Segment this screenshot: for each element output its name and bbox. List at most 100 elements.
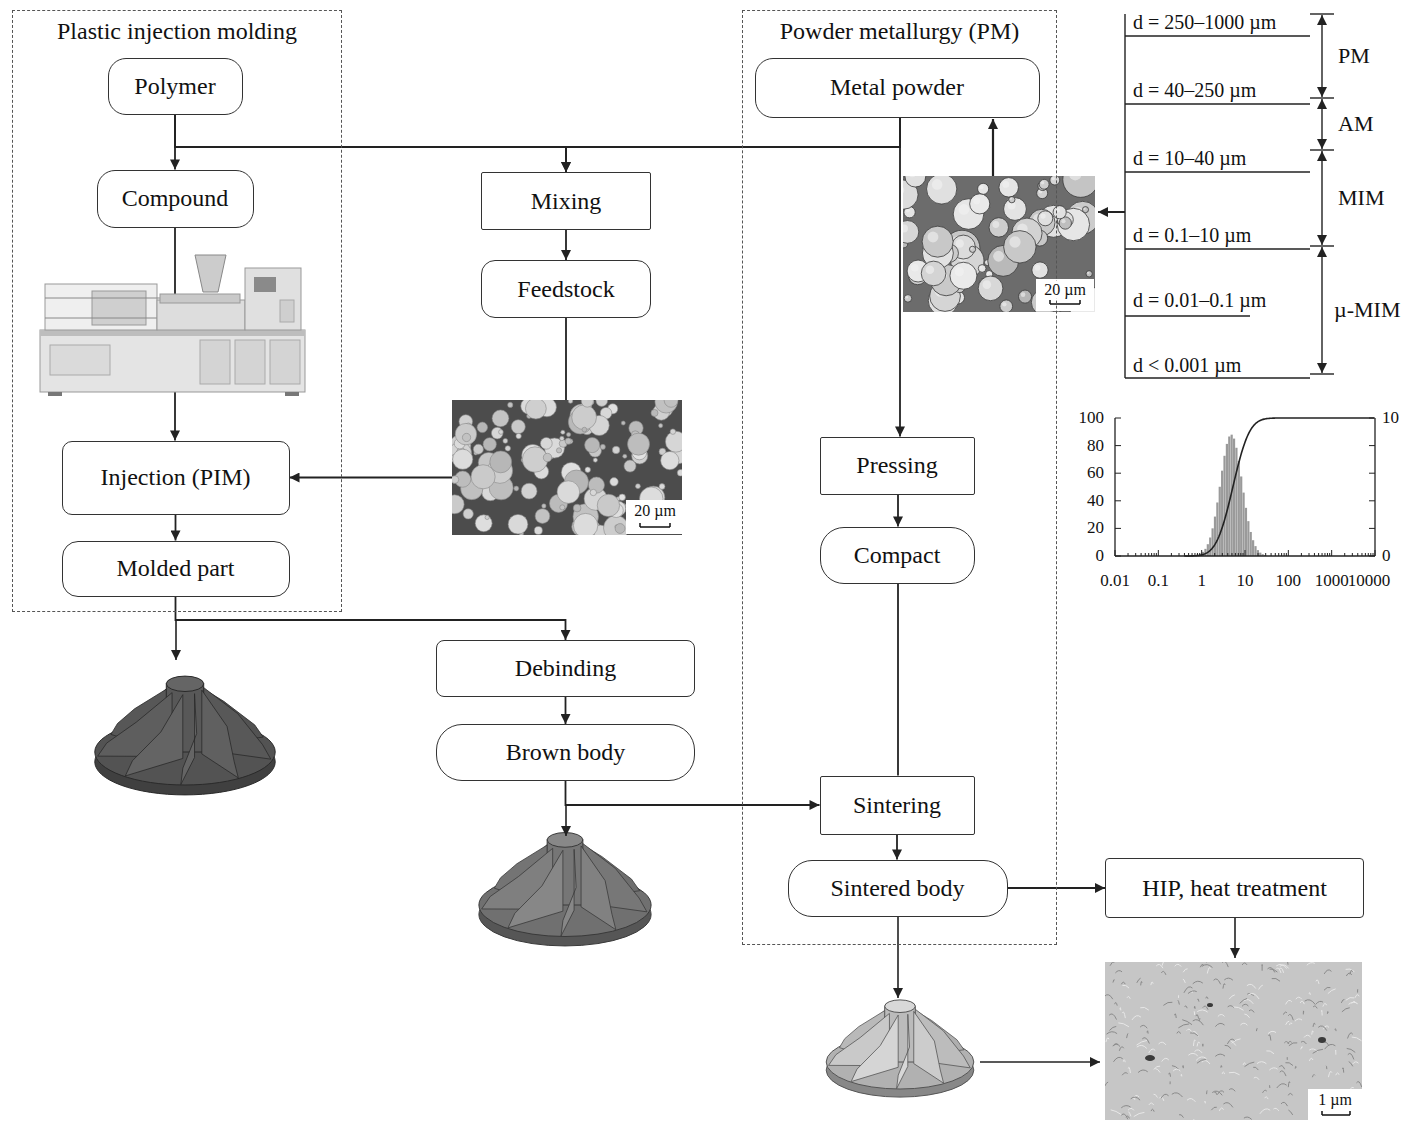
sintered-micrograph	[1215, 1023, 1224, 1026]
sintered-micrograph	[1194, 1119, 1196, 1120]
sintered-micrograph	[1149, 1103, 1154, 1105]
sintered-micrograph	[1279, 1066, 1284, 1070]
molded-impeller	[95, 676, 275, 795]
sintered-micrograph	[1154, 1066, 1161, 1069]
feedstock-micrograph	[661, 451, 679, 469]
sintered-micrograph	[1312, 1075, 1315, 1078]
size-scale	[1321, 151, 1322, 245]
size-distribution-chart	[1115, 418, 1375, 556]
feedstock-micrograph	[659, 424, 663, 428]
sintered-micrograph	[1348, 1033, 1353, 1039]
sintered-micrograph	[1175, 964, 1182, 966]
sintered-micrograph	[1355, 995, 1359, 998]
particle-size-label: d = 250–1000 µm	[1133, 11, 1276, 34]
axis-tick-label: 80	[1087, 436, 1104, 456]
sintered-micrograph	[1145, 1055, 1155, 1061]
sintered-impeller	[897, 1014, 910, 1088]
feedstock-micrograph	[568, 400, 573, 403]
box-label: Compound	[122, 185, 229, 212]
region-title: Plastic injection molding	[13, 18, 341, 45]
molding-machine	[254, 277, 276, 292]
sintered-micrograph	[1109, 1014, 1116, 1020]
connector-group	[175, 115, 1105, 889]
process-box: Polymer	[108, 58, 243, 115]
sintered-impeller	[885, 1000, 916, 1013]
feedstock-micrograph	[626, 500, 682, 534]
feedstock-micrograph	[600, 444, 605, 449]
sintered-micrograph	[1229, 995, 1235, 999]
molding-machine	[270, 340, 300, 384]
sintered-micrograph	[1193, 1020, 1204, 1026]
powder-micrograph	[999, 178, 1018, 197]
sintered-micrograph	[1182, 1066, 1183, 1069]
feedstock-micrograph	[597, 494, 619, 516]
brown-impeller	[561, 849, 576, 936]
feedstock-micrograph	[615, 524, 625, 534]
powder-micrograph	[1000, 300, 1013, 312]
sintered-micrograph	[1217, 1091, 1224, 1095]
sintered-micrograph	[1254, 1077, 1259, 1080]
powder-micrograph	[905, 296, 908, 299]
size-distribution-chart	[1184, 418, 1374, 556]
feedstock-micrograph	[508, 514, 528, 534]
powder-micrograph	[971, 247, 973, 249]
sintered-micrograph	[1172, 1093, 1183, 1097]
sintered-micrograph	[1163, 1002, 1172, 1005]
sintered-micrograph	[1305, 1000, 1316, 1005]
powder-micrograph	[932, 179, 943, 190]
sintered-micrograph	[1335, 1029, 1336, 1031]
box-label: Injection (PIM)	[101, 464, 251, 491]
sintered-micrograph	[1183, 979, 1185, 983]
sintered-micrograph	[1162, 962, 1167, 966]
size-scale	[1321, 15, 1322, 97]
sintered-impeller	[826, 1000, 974, 1097]
powder-micrograph	[1040, 213, 1045, 218]
powder-micrograph	[970, 194, 990, 214]
sintered-micrograph	[1131, 1097, 1140, 1100]
sintered-micrograph	[1245, 1062, 1255, 1066]
feedstock-micrograph	[516, 433, 521, 438]
size-scale	[1310, 13, 1334, 14]
scale-bar-label: 20 µm	[1041, 281, 1089, 299]
powder-micrograph	[1032, 262, 1048, 278]
sintered-micrograph	[1286, 1021, 1290, 1025]
sintered-micrograph	[1137, 978, 1141, 983]
process-box: Compact	[820, 527, 975, 584]
process-box: Injection (PIM)	[62, 441, 290, 515]
powder-micrograph	[1063, 176, 1095, 197]
powder-micrograph	[903, 221, 919, 244]
feedstock-micrograph	[561, 430, 565, 434]
feedstock-micrograph	[490, 451, 512, 473]
picture-arrow	[565, 805, 567, 836]
feedstock-micrograph	[573, 504, 581, 512]
powder-micrograph	[1049, 300, 1051, 304]
flow-arrow	[175, 515, 177, 541]
sintered-micrograph	[1260, 1109, 1270, 1114]
particle-size-label: d = 10–40 µm	[1133, 147, 1246, 170]
powder-micrograph	[911, 264, 919, 272]
sintered-micrograph	[1224, 978, 1233, 980]
size-distribution-chart	[1115, 500, 1121, 501]
box-label: Compact	[854, 542, 941, 569]
picture-arrow	[175, 620, 177, 660]
flow-arrow	[896, 835, 898, 860]
particle-size-label: d = 0.01–0.1 µm	[1133, 289, 1266, 312]
powder-micrograph	[903, 225, 908, 233]
feedstock-micrograph	[521, 483, 537, 499]
sintered-micrograph	[1119, 1008, 1121, 1011]
powder-micrograph	[1035, 265, 1041, 271]
powder-micrograph	[1082, 207, 1088, 213]
axis-tick-label: 100	[1276, 571, 1302, 591]
axis-tick-label: 0.01	[1100, 571, 1130, 591]
feedstock-micrograph	[514, 486, 519, 491]
sintered-micrograph	[1277, 1084, 1287, 1088]
feedstock-micrograph	[621, 421, 625, 425]
feedstock-micrograph	[556, 448, 561, 453]
powder-micrograph	[904, 295, 912, 303]
sintered-micrograph	[1179, 1114, 1183, 1117]
size-scale	[1125, 315, 1250, 316]
particle-size-label: d < 0.001 µm	[1133, 354, 1241, 377]
scale-bar-label: 20 µm	[631, 502, 679, 520]
sintered-micrograph	[1229, 1089, 1235, 1092]
powder-micrograph	[989, 218, 1008, 237]
